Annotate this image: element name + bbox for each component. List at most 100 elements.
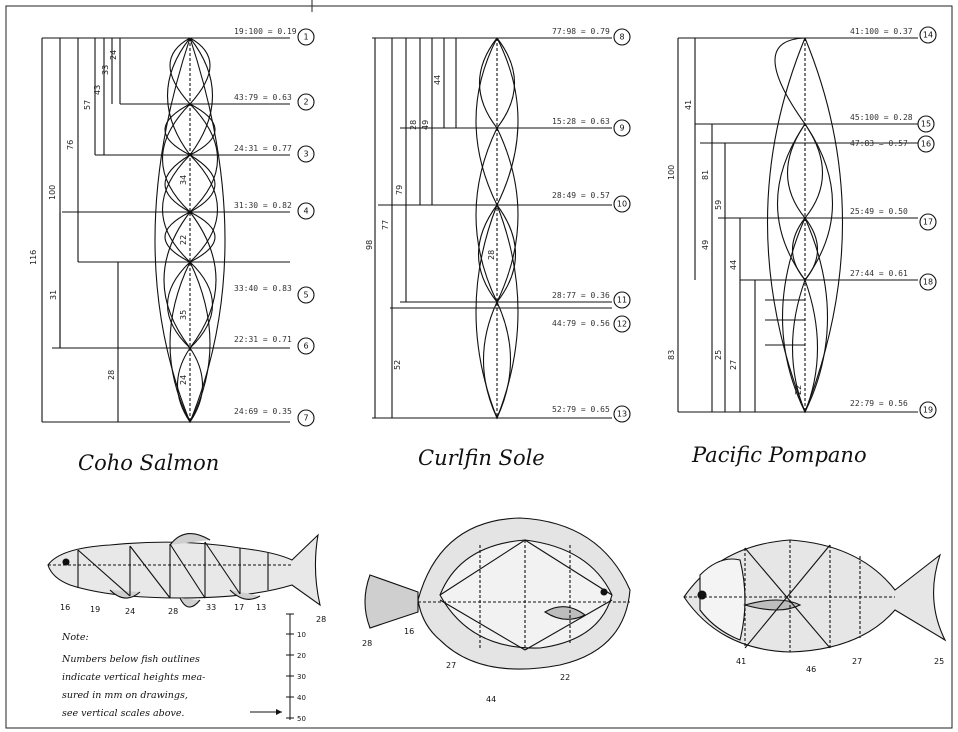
station-number: 10 bbox=[617, 200, 627, 209]
dim-label: 52 bbox=[393, 360, 402, 370]
dim-label: 31 bbox=[49, 290, 58, 300]
dim-label: 24 bbox=[179, 375, 188, 385]
ratio-label: 52:79 = 0.65 bbox=[552, 405, 610, 414]
diagram-title-pompano: Pacific Pompano bbox=[691, 443, 867, 467]
dim-label: 33 bbox=[101, 65, 110, 75]
station-number: 18 bbox=[923, 278, 933, 287]
fish-number: 24 bbox=[125, 607, 135, 616]
salmon-drawing bbox=[48, 534, 320, 607]
station-number: 5 bbox=[303, 291, 308, 300]
dim-label: 116 bbox=[29, 250, 38, 265]
ratio-label: 24:31 = 0.77 bbox=[234, 144, 292, 153]
dim-label: 24 bbox=[109, 50, 118, 60]
fish-number: 22 bbox=[560, 673, 570, 682]
dim-label: 34 bbox=[179, 175, 188, 185]
fish-number: 16 bbox=[60, 603, 70, 612]
station-number: 19 bbox=[923, 406, 933, 415]
note-line: sured in mm on drawings, bbox=[62, 690, 188, 701]
note-heading: Note: bbox=[61, 632, 89, 643]
ratio-label: 28:77 = 0.36 bbox=[552, 291, 610, 300]
fish-number: 44 bbox=[486, 695, 496, 704]
pompano-stations: 14 15 16 17 18 19 bbox=[918, 27, 936, 418]
scale-tick: 10 bbox=[297, 631, 306, 639]
dim-label: 49 bbox=[701, 240, 710, 250]
note-line: Numbers below fish outlines bbox=[61, 654, 200, 665]
dim-label: 79 bbox=[395, 185, 404, 195]
station-number: 13 bbox=[617, 410, 627, 419]
station-number: 15 bbox=[921, 120, 931, 129]
dim-label: 59 bbox=[714, 200, 723, 210]
station-number: 14 bbox=[923, 31, 933, 40]
scale-tick: 20 bbox=[297, 652, 306, 660]
dim-label: 22 bbox=[179, 235, 188, 245]
dim-label: 41 bbox=[684, 100, 693, 110]
fish-number: 41 bbox=[736, 657, 746, 666]
pompano-drawing bbox=[684, 540, 945, 652]
station-number: 2 bbox=[303, 98, 308, 107]
ratio-label: 77:98 = 0.79 bbox=[552, 27, 610, 36]
station-number: 17 bbox=[923, 218, 933, 227]
fish-number: 28 bbox=[168, 607, 178, 616]
dim-label: 77 bbox=[381, 220, 390, 230]
fish-number: 33 bbox=[206, 603, 216, 612]
sole-diagram bbox=[372, 38, 612, 418]
ratio-label: 45:100 = 0.28 bbox=[850, 113, 913, 122]
sole-stations: 8 9 10 11 12 13 bbox=[614, 29, 630, 422]
station-number: 6 bbox=[303, 342, 308, 351]
ratio-label: 19:100 = 0.19 bbox=[234, 27, 297, 36]
salmon-stations: 1 2 3 4 5 6 7 bbox=[298, 29, 314, 426]
scale-tick: 40 bbox=[297, 694, 306, 702]
ratio-label: 44:79 = 0.56 bbox=[552, 319, 610, 328]
ratio-label: 47:83 = 0.57 bbox=[850, 139, 908, 148]
dim-label: 22 bbox=[794, 385, 803, 395]
dim-label: 100 bbox=[667, 165, 676, 180]
dim-label: 98 bbox=[365, 240, 374, 250]
station-number: 16 bbox=[921, 140, 931, 149]
dim-label: 44 bbox=[729, 260, 738, 270]
ratio-label: 31:30 = 0.82 bbox=[234, 201, 292, 210]
ratio-label: 22:79 = 0.56 bbox=[850, 399, 908, 408]
vertical-scale-labels: 10 20 30 40 50 bbox=[297, 631, 306, 723]
diagram-title-sole: Curlfin Sole bbox=[418, 446, 545, 470]
ratio-label: 27:44 = 0.61 bbox=[850, 269, 908, 278]
sole-drawing bbox=[365, 518, 630, 669]
vertical-scale bbox=[286, 614, 294, 720]
dim-label: 76 bbox=[66, 140, 75, 150]
note-line: see vertical scales above. bbox=[62, 708, 184, 719]
fish-number: 46 bbox=[806, 665, 816, 674]
fish-number: 16 bbox=[404, 627, 414, 636]
dim-label: 81 bbox=[701, 170, 710, 180]
ratio-label: 33:40 = 0.83 bbox=[234, 284, 292, 293]
dim-label: 49 bbox=[421, 120, 430, 130]
fish-number: 28 bbox=[362, 639, 372, 648]
note-line: indicate vertical heights mea- bbox=[62, 672, 205, 683]
station-number: 8 bbox=[619, 33, 624, 42]
ratio-label: 43:79 = 0.63 bbox=[234, 93, 292, 102]
dim-label: 44 bbox=[433, 75, 442, 85]
ratio-label: 25:49 = 0.50 bbox=[850, 207, 908, 216]
station-number: 3 bbox=[303, 150, 308, 159]
salmon-ratios: 19:100 = 0.19 43:79 = 0.63 24:31 = 0.77 … bbox=[234, 27, 297, 416]
pompano-drawing-numbers: 41 46 27 25 bbox=[736, 657, 944, 674]
fish-number: 17 bbox=[234, 603, 244, 612]
dim-label: 100 bbox=[48, 185, 57, 200]
ratio-label: 41:100 = 0.37 bbox=[850, 27, 913, 36]
scale-tick: 50 bbox=[297, 715, 306, 723]
station-number: 4 bbox=[303, 207, 308, 216]
ratio-label: 15:28 = 0.63 bbox=[552, 117, 610, 126]
dim-label: 43 bbox=[93, 85, 102, 95]
station-number: 9 bbox=[619, 124, 624, 133]
ratio-label: 28:49 = 0.57 bbox=[552, 191, 610, 200]
pompano-dimension-labels: 100 41 83 81 59 49 44 25 27 22 bbox=[667, 100, 803, 395]
ratio-label: 24:69 = 0.35 bbox=[234, 407, 292, 416]
dim-label: 83 bbox=[667, 350, 676, 360]
dim-label: 35 bbox=[179, 310, 188, 320]
station-number: 11 bbox=[617, 296, 627, 305]
station-number: 7 bbox=[303, 414, 308, 423]
sole-ratios: 77:98 = 0.79 15:28 = 0.63 28:49 = 0.57 2… bbox=[552, 27, 610, 414]
station-number: 1 bbox=[303, 33, 308, 42]
fish-number: 27 bbox=[446, 661, 456, 670]
fish-number: 19 bbox=[90, 605, 100, 614]
scale-tick: 30 bbox=[297, 673, 306, 681]
